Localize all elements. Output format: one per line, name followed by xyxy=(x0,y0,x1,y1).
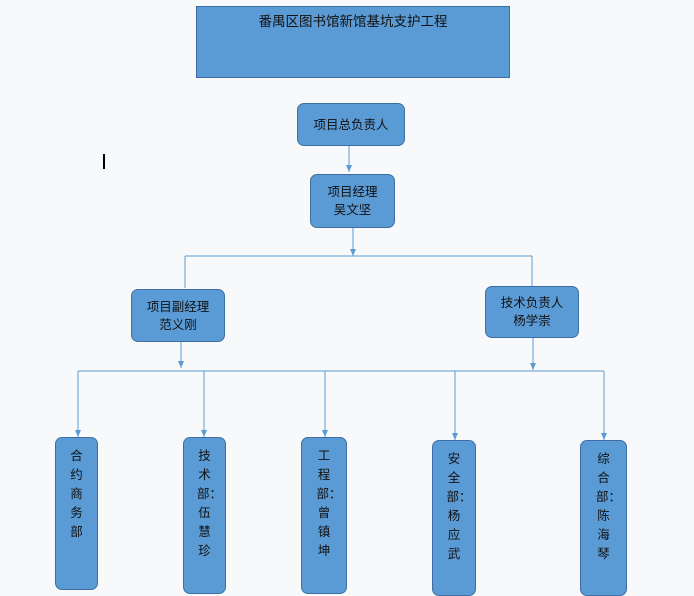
dept-label: 安全部：杨应武 xyxy=(446,451,472,561)
dept-label: 综合部：陈海琴 xyxy=(596,451,622,561)
dept-box-contracts: 合约商务部 xyxy=(55,437,98,590)
project-title: 番禺区图书馆新馆基坑支护工程 xyxy=(258,14,448,30)
project-manager-name: 吴文坚 xyxy=(333,202,372,217)
project-manager-box: 项目经理 吴文坚 xyxy=(310,174,395,228)
dept-box-technical: 技术部：伍慧珍 xyxy=(183,437,226,594)
project-head-box: 项目总负责人 xyxy=(297,103,405,146)
dept-label: 技术部：伍慧珍 xyxy=(197,448,223,558)
deputy-manager-role: 项目副经理 xyxy=(146,298,210,314)
deputy-manager-box: 项目副经理 范义刚 xyxy=(131,289,225,342)
dept-box-general: 综合部：陈海琴 xyxy=(580,440,627,596)
dept-label: 工程部：曾镇坤 xyxy=(316,448,342,558)
tech-head-name: 杨学崇 xyxy=(513,313,551,328)
text-cursor xyxy=(103,154,105,169)
tech-head-role: 技术负责人 xyxy=(500,295,564,310)
dept-label: 合约商务部 xyxy=(70,448,83,539)
dept-box-safety: 安全部：杨应武 xyxy=(432,440,476,596)
deputy-manager-name: 范义刚 xyxy=(159,316,197,332)
tech-head-box: 技术负责人 杨学崇 xyxy=(485,286,579,338)
project-title-box: 番禺区图书馆新馆基坑支护工程 xyxy=(196,6,510,78)
dept-box-engineering: 工程部：曾镇坤 xyxy=(301,437,347,594)
project-manager-role: 项目经理 xyxy=(327,184,378,199)
project-head-role: 项目总负责人 xyxy=(313,116,389,132)
